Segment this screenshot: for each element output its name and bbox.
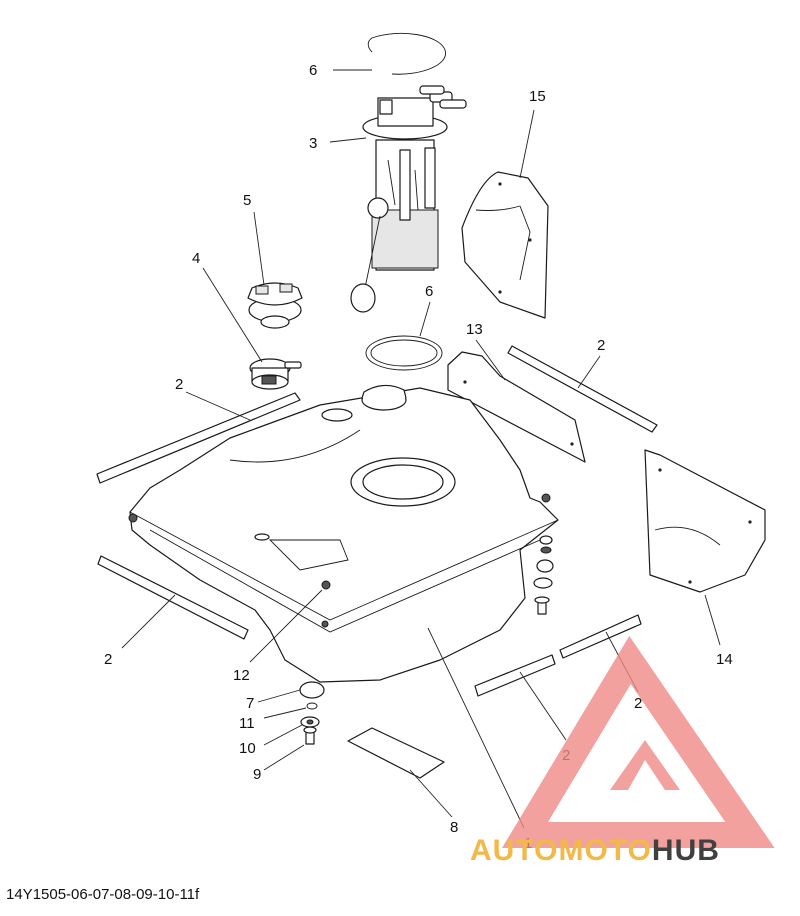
callout-3: 3 [309,135,317,152]
callout-11: 11 [239,715,255,732]
mounting-hardware-right [533,535,554,615]
callout-7: 7 [246,695,254,712]
pad-part [347,727,445,779]
callout-8: 8 [450,819,458,836]
watermark-logo [502,635,775,848]
heat-shield-15-part [461,171,549,319]
fuel-pump-module-part [350,85,467,313]
watermark-brand-hub: HUB [651,834,720,867]
watermark-brand-automoto: AUTOMOTO [470,834,652,867]
callout-4: 4 [192,250,200,267]
watermark-inner-mark [610,740,680,790]
callout-2-lower-right: 2 [634,695,642,712]
callout-5: 5 [243,192,251,209]
callout-6-seal: 6 [425,283,433,300]
leader-lines [121,69,721,829]
callout-2-upper-right: 2 [597,337,605,354]
callout-2-upper-left: 2 [175,376,183,393]
callout-13: 13 [466,321,483,338]
seal-ring-part [365,335,443,371]
figure-code: 14Y1505-06-07-08-09-10-11f [6,886,200,903]
callout-12: 12 [233,667,250,684]
watermark-brand: AUTOMOTOHUB [470,834,720,868]
callout-14: 14 [716,651,733,668]
bottom-fasteners-part [299,681,325,745]
callout-15: 15 [529,88,546,105]
fuel-tank-part [128,384,559,683]
lock-ring-part [367,32,446,75]
callout-labels: 6 15 3 5 4 6 13 2 2 2 12 14 7 11 10 9 8 … [104,62,733,852]
callout-10: 10 [239,740,256,757]
callout-2-lower-left: 2 [104,651,112,668]
watermark-triangle [502,635,775,848]
callout-9: 9 [253,766,261,783]
filler-cap-part [247,282,303,329]
heat-shield-14-part [644,449,766,593]
filler-neck-fitting-part [249,358,302,390]
callout-6-ring: 6 [309,62,317,79]
